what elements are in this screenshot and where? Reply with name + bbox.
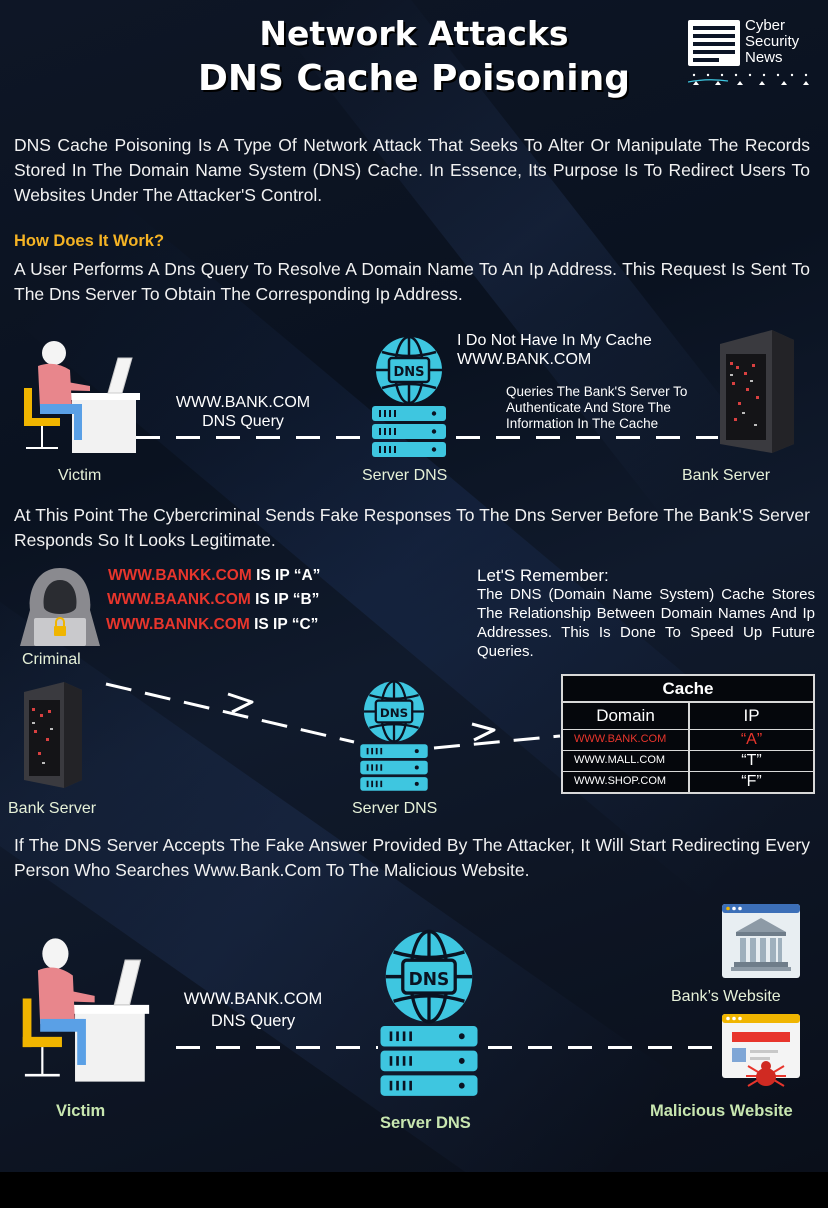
stage2-paragraph: At This Point The Cybercriminal Sends Fa… <box>14 505 810 550</box>
svg-text:DNS: DNS <box>393 365 424 380</box>
dns-cache-miss-note: I Do Not Have In My Cache WWW.BANK.COM <box>457 332 652 368</box>
malicious-website-label: Malicious Website <box>650 1102 793 1120</box>
cache-domain-cell: WWW.BANK.COM <box>563 730 690 750</box>
malicious-website-icon <box>722 1014 800 1087</box>
cache-col-ip: IP <box>743 706 760 725</box>
remember-title: Let'S Remember: <box>477 566 609 585</box>
cache-domain-cell: WWW.SHOP.COM <box>563 772 690 792</box>
dns-server-label: Server DNS <box>362 467 448 484</box>
cyber-security-news-logo: Cyber Security News <box>688 17 818 92</box>
infographic-canvas: Network Attacks DNS Cache Poisoning Cybe… <box>0 0 828 1172</box>
svg-text:DNS: DNS <box>380 706 408 720</box>
bank-server-rack-icon <box>24 682 82 788</box>
cache-col-domain: Domain <box>563 703 690 729</box>
stage3-paragraph: If The DNS Server Accepts The Fake Answe… <box>14 835 810 880</box>
dns-server-icon: DNS <box>360 680 428 791</box>
newspaper-logo-icon <box>688 20 740 66</box>
victim-label-3: Victim <box>56 1102 106 1120</box>
logo-dots-decoration <box>688 73 809 85</box>
bank-server-rack-icon <box>720 330 794 453</box>
victim-label: Victim <box>58 467 102 484</box>
title-line-1: Network Attacks <box>259 14 569 53</box>
title-line-2: DNS Cache Poisoning <box>197 58 631 99</box>
dns-query-connector-3 <box>176 1046 378 1049</box>
footer-bar <box>0 1172 828 1208</box>
bank-website-icon <box>722 904 800 978</box>
table-row: WWW.BANK.COM “A” <box>563 730 813 751</box>
malicious-redirect-connector <box>488 1046 724 1049</box>
criminal-label: Criminal <box>22 651 81 668</box>
dns-server-icon: DNS <box>380 929 478 1096</box>
bank-website-label: Bank’s Website <box>671 988 781 1005</box>
cache-domain-cell: WWW.MALL.COM <box>563 751 690 771</box>
cache-ip-cell: “F” <box>741 773 762 790</box>
bank-server-connector <box>456 436 718 439</box>
victim-at-desk-icon <box>22 938 150 1082</box>
fake-response-1: WWW.BANKK.COM IS IP “A” <box>108 567 321 584</box>
fake-response-2: WWW.BAANK.COM IS IP “B” <box>107 591 320 608</box>
intro-paragraph: DNS Cache Poisoning Is A Type Of Network… <box>14 135 810 205</box>
how-it-works-text: A User Performs A Dns Query To Resolve A… <box>14 259 810 304</box>
dns-server-label-2: Server DNS <box>352 800 438 817</box>
cache-table-title: Cache <box>563 676 813 703</box>
victim-at-desk-icon <box>24 341 140 453</box>
svg-text:DNS: DNS <box>409 970 450 990</box>
dns-query-text: WWW.BANK.COM DNS Query <box>175 394 311 430</box>
bank-server-label-2: Bank Server <box>8 800 97 817</box>
fake-response-3: WWW.BANNK.COM IS IP “C” <box>106 616 319 633</box>
fake-response-flow-arrows <box>105 682 561 750</box>
dns-query-text-3: WWW.BANK.COM DNS Query <box>183 990 323 1030</box>
dns-query-connector <box>136 436 376 439</box>
bank-query-note: Queries The Bank'S Server To Authenticat… <box>506 384 688 431</box>
cache-ip-cell: “A” <box>740 731 763 748</box>
logo-text: Cyber Security News <box>745 17 800 66</box>
dns-server-label-3: Server DNS <box>380 1114 471 1132</box>
table-row: WWW.MALL.COM “T” <box>563 751 813 772</box>
dns-server-icon: DNS <box>372 335 446 457</box>
how-it-works-heading: How Does It Work? <box>14 232 165 250</box>
bank-server-label: Bank Server <box>682 467 771 484</box>
dns-cache-table: Cache Domain IP WWW.BANK.COM “A” WWW.MAL… <box>561 674 815 794</box>
cache-table-header-row: Domain IP <box>563 703 813 730</box>
table-row: WWW.SHOP.COM “F” <box>563 772 813 792</box>
remember-text: The DNS (Domain Name System) Cache Store… <box>477 586 815 660</box>
cache-ip-cell: “T” <box>741 752 762 769</box>
hooded-criminal-icon <box>20 568 100 646</box>
